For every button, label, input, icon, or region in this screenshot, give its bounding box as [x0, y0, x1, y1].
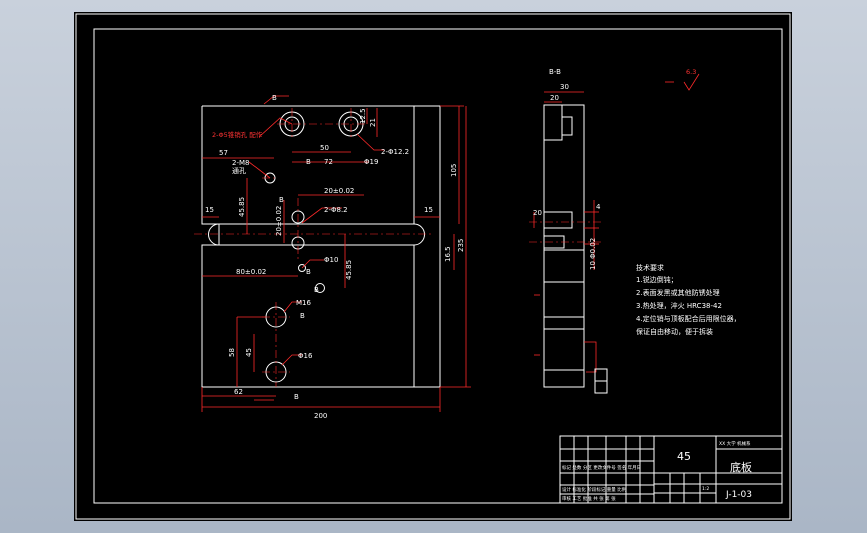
label-hole-b2: Φ19 — [364, 158, 378, 166]
dim-58: 58 — [228, 348, 236, 357]
surface-roughness-symbol — [665, 73, 700, 91]
dim-21: 21 — [369, 118, 377, 127]
section-label: B-B — [549, 68, 561, 76]
dim-125: 12.5 — [359, 108, 367, 124]
dim-57: 57 — [219, 149, 228, 157]
tb-drawing-no: J-1-03 — [725, 490, 752, 500]
dim-235: 235 — [457, 239, 465, 252]
label-hole-d: 2-Φ8.2 — [324, 206, 348, 214]
label-hole-c: 2-M8 — [232, 159, 249, 167]
side-dim-10: 10 Φ0.02 — [589, 238, 597, 270]
notes-line-1: 1.锐边倒钝； — [636, 275, 678, 284]
dim-4585-a: 45.85 — [238, 197, 246, 217]
mark-b-m16: B — [300, 312, 305, 320]
tb-school: XX 大学 机械系 — [719, 440, 751, 447]
label-hole-a: 2-Φ5锥销孔 配作 — [212, 130, 263, 139]
svg-text:审核 工艺 批准 共 张 第 张: 审核 工艺 批准 共 张 第 张 — [562, 495, 616, 502]
tb-material: 45 — [677, 450, 691, 463]
tb-scale: 1:2 — [702, 486, 709, 492]
dim-45: 45 — [245, 348, 253, 357]
side-dim-30: 30 — [560, 83, 569, 91]
side-dim-20: 20 — [550, 94, 559, 102]
section-view-bb — [529, 91, 608, 394]
title-block: 标记 处数 分区 更改文件号 签名 年月日 设计 标准化 阶段标记 重量 比例 … — [559, 435, 783, 504]
dim-165: 16.5 — [444, 246, 452, 262]
label-hole-b: 2-Φ12.2 — [381, 148, 409, 156]
technical-notes: 技术要求 1.锐边倒钝； 2.表面发黑或其他防锈处理 3.热处理，淬火 HRC3… — [636, 263, 741, 336]
side-dim-4: 4 — [596, 203, 601, 211]
svg-text:设计 标准化 阶段标记 重量 比例: 设计 标准化 阶段标记 重量 比例 — [562, 486, 627, 493]
inner-border — [93, 28, 783, 504]
label-hole-e: Φ10 — [324, 256, 338, 264]
mark-b-phi8: B — [306, 268, 311, 276]
dim-62: 62 — [234, 388, 243, 396]
dim-15-right: 15 — [424, 206, 433, 214]
dim-20: 20±0.02 — [324, 187, 354, 195]
notes-title: 技术要求 — [636, 263, 664, 272]
dim-20b: 20±0.02 — [275, 206, 283, 236]
dim-72: 72 — [324, 158, 333, 166]
dim-80: 80±0.02 — [236, 268, 266, 276]
mark-b-phi10: B — [314, 286, 319, 294]
roughness-value: 6.3 — [686, 68, 696, 76]
drawing-sheet[interactable]: 200 62 B 80±0.02 50 72 B 57 15 15 20±0.0… — [74, 12, 792, 521]
dim-50: 50 — [320, 144, 329, 152]
tb-part-name: 底板 — [730, 460, 752, 474]
notes-line-5: 保证自由移动，便于拆装 — [636, 327, 713, 336]
mark-b-mid: B — [306, 158, 311, 166]
mark-b-phi8-top: B — [279, 196, 284, 204]
mark-b-top: B — [272, 94, 277, 102]
dim-200: 200 — [314, 412, 327, 420]
front-view — [194, 95, 471, 412]
notes-line-4: 4.定位销与顶板配合后用限位器， — [636, 314, 741, 323]
side-dim-20b: 20 — [533, 209, 542, 217]
mark-b-bottom: B — [294, 393, 299, 401]
label-hole-g: Φ16 — [298, 352, 313, 360]
drawing-canvas: 200 62 B 80±0.02 50 72 B 57 15 15 20±0.0… — [75, 13, 791, 520]
label-hole-f: M16 — [296, 299, 311, 307]
dim-15-left: 15 — [205, 206, 214, 214]
notes-line-3: 3.热处理，淬火 HRC38-42 — [636, 301, 722, 310]
notes-line-2: 2.表面发黑或其他防锈处理 — [636, 288, 720, 297]
label-hole-c2: 通孔 — [232, 166, 246, 175]
svg-text:标记 处数 分区 更改文件号 签名 年月日: 标记 处数 分区 更改文件号 签名 年月日 — [562, 464, 641, 471]
outer-border — [75, 13, 791, 520]
dim-4585-b: 45.85 — [345, 260, 353, 280]
dim-105: 105 — [450, 164, 458, 177]
